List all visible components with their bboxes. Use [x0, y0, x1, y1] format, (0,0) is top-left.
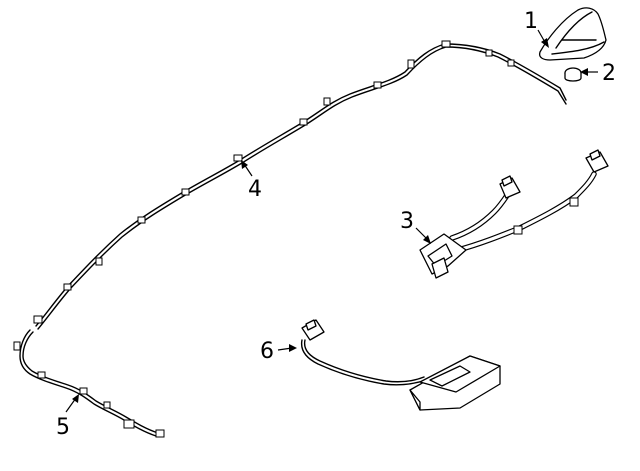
- antenna-module-icon: [300, 319, 501, 411]
- callout-3: 3: [400, 209, 414, 234]
- callout-2: 2: [602, 61, 616, 86]
- harness-connector-bracket-icon: [419, 149, 609, 279]
- antenna-nut-icon: [564, 67, 582, 82]
- callout-5: 5: [56, 415, 70, 440]
- lower-antenna-cable-icon: [13, 329, 165, 438]
- callout-1: 1: [524, 9, 538, 34]
- callout-6: 6: [260, 339, 274, 364]
- roof-antenna-cable-icon: [33, 40, 567, 330]
- callout-leaders: [65, 29, 598, 413]
- callout-4: 4: [248, 177, 262, 202]
- shark-fin-antenna-icon: [538, 7, 607, 61]
